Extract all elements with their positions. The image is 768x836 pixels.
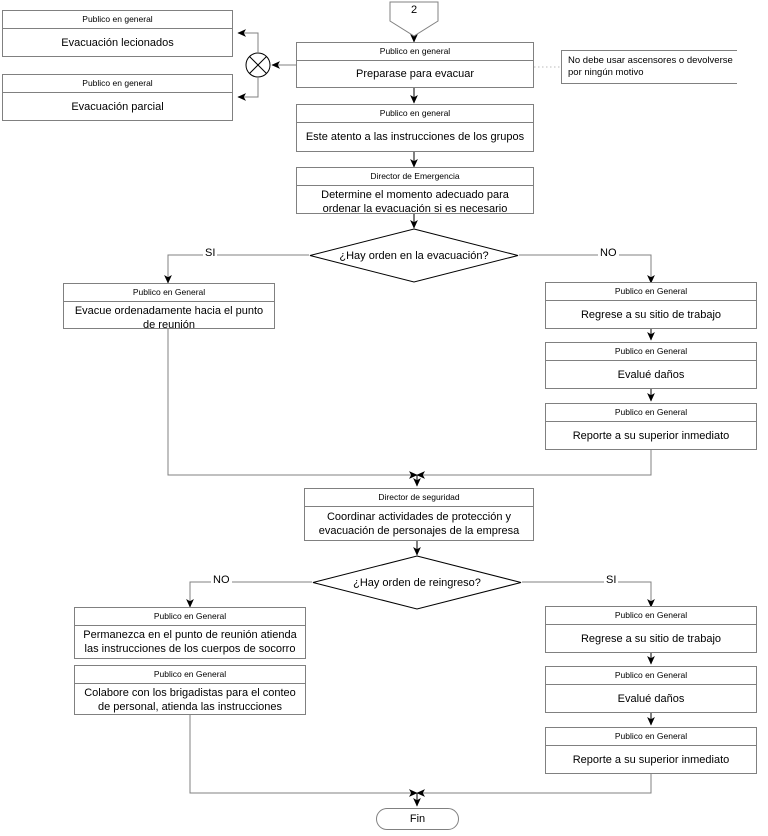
box-body-text: Reporte a su superior inmediato — [572, 429, 730, 442]
box-body-text: Evacuación parcial — [71, 100, 164, 113]
box-body-text: Evacuación lecionados — [61, 36, 174, 49]
box-regrese-sitio-trabajo-2[interactable]: Publico en General Regrese a su sitio de… — [545, 606, 757, 653]
box-body-text: Preparase para evacuar — [355, 68, 474, 80]
box-evalue-danos-2[interactable]: Publico en General Evalué daños — [545, 666, 757, 713]
box-body-text: Evalué daños — [617, 368, 685, 381]
box-role-label: Director de Emergencia — [297, 168, 533, 186]
box-body-text: Regrese a su sitio de trabajo — [580, 308, 722, 321]
box-body-text: Permanezca en el punto de reunión atiend… — [83, 629, 297, 655]
box-evacuacion-parcial[interactable]: Publico en general Evacuación parcial — [2, 74, 233, 121]
note-text: No debe usar ascensores o devolverse por… — [568, 55, 733, 78]
box-role-label: Publico en General — [546, 404, 756, 422]
decision-shape — [312, 555, 522, 610]
box-coordinar-actividades[interactable]: Director de seguridad Coordinar activida… — [304, 488, 534, 541]
box-body-text: Este atento a las instrucciones de los g… — [305, 131, 525, 143]
box-body-text: Evalué daños — [617, 692, 685, 705]
note-no-ascensores: No debe usar ascensores o devolverse por… — [561, 50, 737, 84]
terminator-label: Fin — [409, 813, 426, 825]
box-role-label: Publico en General — [75, 608, 305, 626]
box-role-label: Publico en General — [546, 283, 756, 301]
box-role-label: Publico en general — [297, 105, 533, 123]
box-body-text: Regrese a su sitio de trabajo — [580, 632, 722, 645]
decision-label: ¿Hay orden en la evacuación? — [339, 249, 489, 262]
edge-label-si-reingreso: SI — [604, 574, 619, 586]
box-determine-momento-evacuacion[interactable]: Director de Emergencia Determine el mome… — [296, 167, 534, 215]
decision-hay-orden-reingreso[interactable]: ¿Hay orden de reingreso? — [312, 555, 522, 610]
edge-label-no-evacuacion: NO — [598, 247, 619, 259]
box-role-label: Publico en general — [3, 11, 232, 29]
box-role-label: Publico en general — [3, 75, 232, 93]
box-body-text: Evacue ordenadamente hacia el punto de r… — [74, 305, 264, 331]
box-role-label: Director de seguridad — [305, 489, 533, 507]
box-role-label: Publico en General — [546, 728, 756, 746]
box-este-atento-instrucciones[interactable]: Publico en general Este atento a las ins… — [296, 104, 534, 152]
box-reporte-superior-2[interactable]: Publico en General Reporte a su superior… — [545, 727, 757, 774]
decision-label: ¿Hay orden de reingreso? — [353, 576, 481, 589]
terminator-fin[interactable]: Fin — [376, 808, 459, 830]
box-colabore-brigadistas[interactable]: Publico en General Colabore con los brig… — [74, 665, 306, 715]
decision-shape — [309, 228, 519, 283]
decision-hay-orden-evacuacion[interactable]: ¿Hay orden en la evacuación? — [309, 228, 519, 283]
box-body-text: Coordinar actividades de protección y ev… — [318, 510, 520, 537]
box-role-label: Publico en General — [546, 343, 756, 361]
box-reporte-superior-1[interactable]: Publico en General Reporte a su superior… — [545, 403, 757, 450]
offpage-connector-label: 2 — [410, 4, 418, 16]
box-role-label: Publico en General — [546, 607, 756, 625]
box-evalue-danos-1[interactable]: Publico en General Evalué daños — [545, 342, 757, 389]
box-role-label: Publico en general — [297, 43, 533, 61]
box-permanezca-punto-reunion[interactable]: Publico en General Permanezca en el punt… — [74, 607, 306, 659]
box-evacue-ordenadamente[interactable]: Publico en General Evacue ordenadamente … — [63, 283, 275, 331]
offpage-connector-shape — [389, 1, 439, 37]
edge-label-si-evacuacion: SI — [203, 247, 218, 259]
box-body-text: Colabore con los brigadistas para el con… — [84, 687, 296, 713]
box-role-label: Publico en General — [64, 284, 274, 302]
box-regrese-sitio-trabajo-1[interactable]: Publico en General Regrese a su sitio de… — [545, 282, 757, 329]
box-role-label: Publico en General — [546, 667, 756, 685]
box-body-text: Reporte a su superior inmediato — [572, 753, 730, 766]
edge-label-no-reingreso: NO — [211, 574, 232, 586]
offpage-connector-2: 2 — [389, 1, 439, 37]
box-preparase-para-evacuar[interactable]: Publico en general Preparase para evacua… — [296, 42, 534, 88]
box-body-text: Determine el momento adecuado para orden… — [321, 189, 509, 215]
box-evacuacion-lecionados[interactable]: Publico en general Evacuación lecionados — [2, 10, 233, 57]
box-role-label: Publico en General — [75, 666, 305, 684]
